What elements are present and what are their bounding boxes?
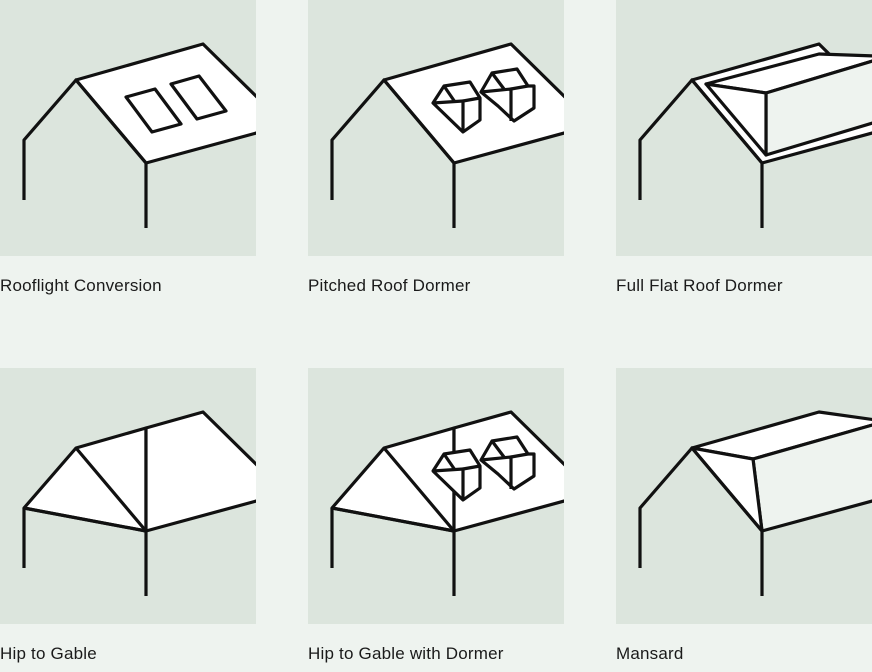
- card-full-flat-roof-dormer[interactable]: Full Flat Roof Dormer: [616, 0, 872, 295]
- card-label: Mansard: [616, 644, 684, 663]
- card-label: Hip to Gable with Dormer: [308, 644, 504, 663]
- card-label: Pitched Roof Dormer: [308, 276, 471, 295]
- tile-mansard[interactable]: [616, 368, 872, 624]
- hip-to-gable-dormer-icon: [330, 410, 564, 596]
- card-hip-to-gable[interactable]: Hip to Gable: [0, 368, 256, 663]
- tile-rooflight-conversion[interactable]: [0, 0, 256, 256]
- card-label: Full Flat Roof Dormer: [616, 276, 783, 295]
- mansard-icon: [638, 410, 872, 596]
- tile-hip-to-gable-with-dormer[interactable]: [308, 368, 564, 624]
- card-rooflight-conversion[interactable]: Rooflight Conversion: [0, 0, 256, 295]
- card-hip-to-gable-with-dormer[interactable]: Hip to Gable with Dormer: [308, 368, 564, 663]
- flat-dormer-icon: [638, 42, 872, 228]
- tile-full-flat-roof-dormer[interactable]: [616, 0, 872, 256]
- card-label: Rooflight Conversion: [0, 276, 162, 295]
- card-label: Hip to Gable: [0, 644, 97, 663]
- hip-to-gable-icon: [22, 410, 256, 596]
- rooflight-icon: [22, 42, 256, 228]
- pitched-dormer-icon: [330, 42, 564, 228]
- tile-hip-to-gable[interactable]: [0, 368, 256, 624]
- card-mansard[interactable]: Mansard: [616, 368, 872, 663]
- card-pitched-roof-dormer[interactable]: Pitched Roof Dormer: [308, 0, 564, 295]
- tile-pitched-roof-dormer[interactable]: [308, 0, 564, 256]
